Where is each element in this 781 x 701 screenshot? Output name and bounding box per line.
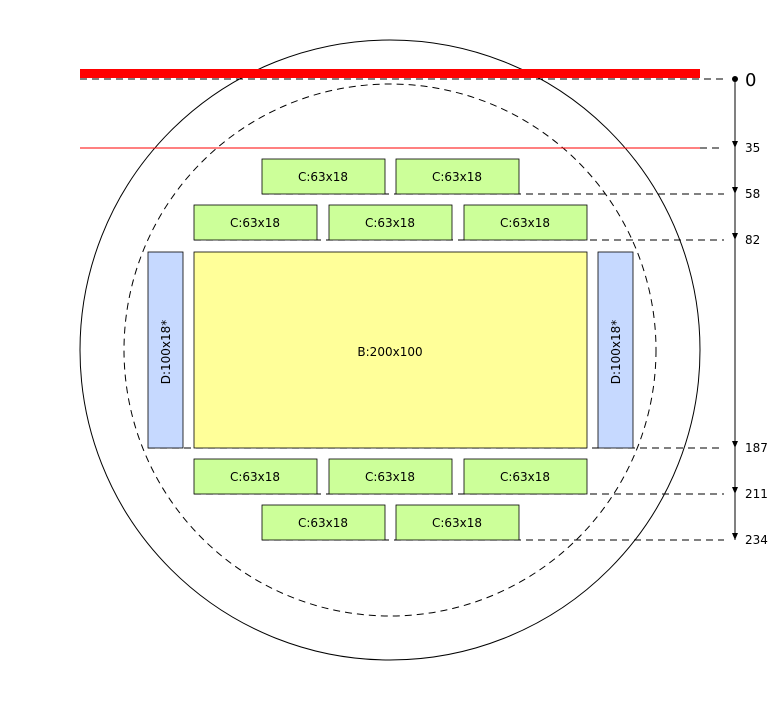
chair-second-1-label: C:63x18 — [230, 216, 280, 230]
dimension-label-187: 187 — [745, 441, 768, 455]
chair-fourth-2-label: C:63x18 — [365, 470, 415, 484]
board-label: B:200x100 — [357, 345, 422, 359]
chair-fourth-3-label: C:63x18 — [500, 470, 550, 484]
arrow-82 — [732, 233, 738, 240]
board — [193, 251, 588, 449]
chair-bottom-2-label: C:63x18 — [432, 516, 482, 530]
chair-second-2-label: C:63x18 — [365, 216, 415, 230]
chair-fourth-3 — [463, 458, 588, 495]
chair-second-3-label: C:63x18 — [500, 216, 550, 230]
chair-second-2 — [328, 204, 453, 241]
chair-left-label: D:100x18* — [159, 320, 173, 385]
chair-top-1 — [261, 158, 386, 195]
chair-fourth-1-label: C:63x18 — [230, 470, 280, 484]
arrow-211 — [732, 487, 738, 494]
dimension-label-0: 0 — [745, 70, 756, 91]
chair-right-label: D:100x18* — [609, 320, 623, 385]
dimension-label-82: 82 — [745, 233, 760, 247]
chair-left — [147, 251, 184, 449]
chair-bottom-1-label: C:63x18 — [298, 516, 348, 530]
dimension-origin-dot — [732, 76, 738, 82]
arrow-35 — [732, 141, 738, 148]
outer-circle — [79, 39, 701, 661]
chair-fourth-1 — [193, 458, 318, 495]
dimension-label-35: 35 — [745, 141, 760, 155]
chair-top-2 — [395, 158, 520, 195]
dimension-label-211: 211 — [745, 487, 768, 501]
chair-second-3 — [463, 204, 588, 241]
chair-top-2-label: C:63x18 — [432, 170, 482, 184]
dimension-label-234: 234 — [745, 533, 768, 547]
inner-dashed-circle — [123, 83, 657, 617]
dimension-label-58: 58 — [745, 187, 760, 201]
chair-fourth-2 — [328, 458, 453, 495]
thick-red-line — [80, 69, 700, 78]
arrow-234 — [732, 533, 738, 540]
chair-top-1-label: C:63x18 — [298, 170, 348, 184]
chair-bottom-2 — [395, 504, 520, 541]
arrow-187 — [732, 441, 738, 448]
chair-bottom-1 — [261, 504, 386, 541]
arrow-58 — [732, 187, 738, 194]
chair-right — [597, 251, 634, 449]
chair-second-1 — [193, 204, 318, 241]
